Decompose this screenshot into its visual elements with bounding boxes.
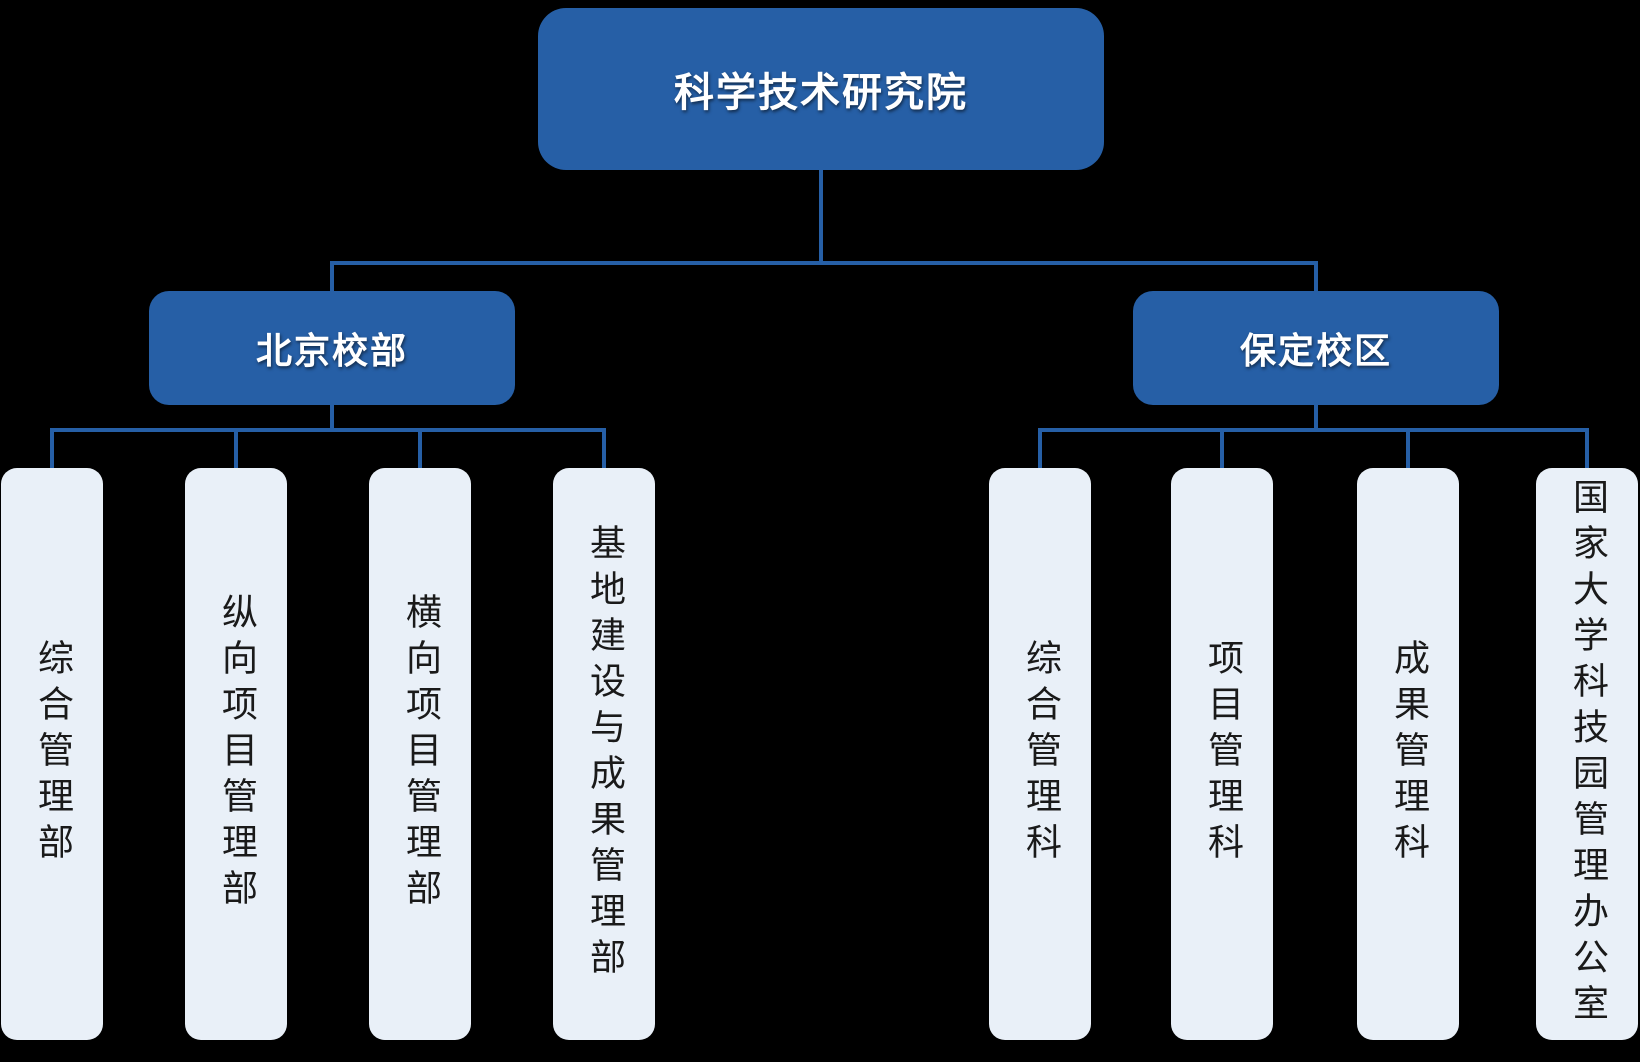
connector-baoding-drop [1314, 403, 1318, 430]
dept-node-label: 基地建设与成果管理部 [584, 524, 625, 984]
connector-baoding-child1-stub [1038, 428, 1042, 470]
connector-baoding-child2-stub [1220, 428, 1224, 470]
dept-node-label: 综合管理部 [32, 639, 73, 869]
dept-node-zonghe-guanli-ke: 综合管理科 [989, 468, 1091, 1040]
connector-beijing-child1-stub [50, 428, 54, 470]
dept-node-jidi-jianshe-chengguo-guanli-bu: 基地建设与成果管理部 [553, 468, 655, 1040]
connector-baoding-child4-stub [1585, 428, 1589, 470]
dept-node-hengxiang-xiangmu-guanli-bu: 横向项目管理部 [369, 468, 471, 1040]
dept-node-label: 纵向项目管理部 [216, 593, 257, 915]
connector-beijing-child2-stub [234, 428, 238, 470]
connector-beijing-child4-stub [602, 428, 606, 470]
campus-node-baoding: 保定校区 [1133, 291, 1499, 405]
dept-node-label: 综合管理科 [1020, 639, 1061, 869]
connector-baoding-child3-stub [1406, 428, 1410, 470]
connector-baoding-stub [1314, 261, 1318, 293]
connector-beijing-stub [330, 261, 334, 293]
connector-level1-rail [330, 261, 1318, 265]
connector-beijing-drop [330, 403, 334, 430]
dept-node-zonghe-guanli-bu: 综合管理部 [1, 468, 103, 1040]
root-node: 科学技术研究院 [538, 8, 1104, 170]
dept-node-xiangmu-guanli-ke: 项目管理科 [1171, 468, 1273, 1040]
dept-node-label: 横向项目管理部 [400, 593, 441, 915]
dept-node-label: 国家大学科技园管理办公室 [1567, 478, 1608, 1030]
dept-node-label: 项目管理科 [1202, 639, 1243, 869]
root-node-label: 科学技术研究院 [674, 70, 968, 116]
connector-beijing-rail [50, 428, 606, 432]
dept-node-zongxiang-xiangmu-guanli-bu: 纵向项目管理部 [185, 468, 287, 1040]
connector-root-drop [819, 168, 823, 265]
campus-node-beijing: 北京校部 [149, 291, 515, 405]
connector-baoding-rail [1038, 428, 1589, 432]
dept-node-keji-yuan-guanli-bangongshi: 国家大学科技园管理办公室 [1536, 468, 1638, 1040]
dept-node-chengguo-guanli-ke: 成果管理科 [1357, 468, 1459, 1040]
campus-node-beijing-label: 北京校部 [255, 331, 408, 372]
campus-node-baoding-label: 保定校区 [1239, 331, 1392, 372]
connector-beijing-child3-stub [418, 428, 422, 470]
dept-node-label: 成果管理科 [1388, 639, 1429, 869]
